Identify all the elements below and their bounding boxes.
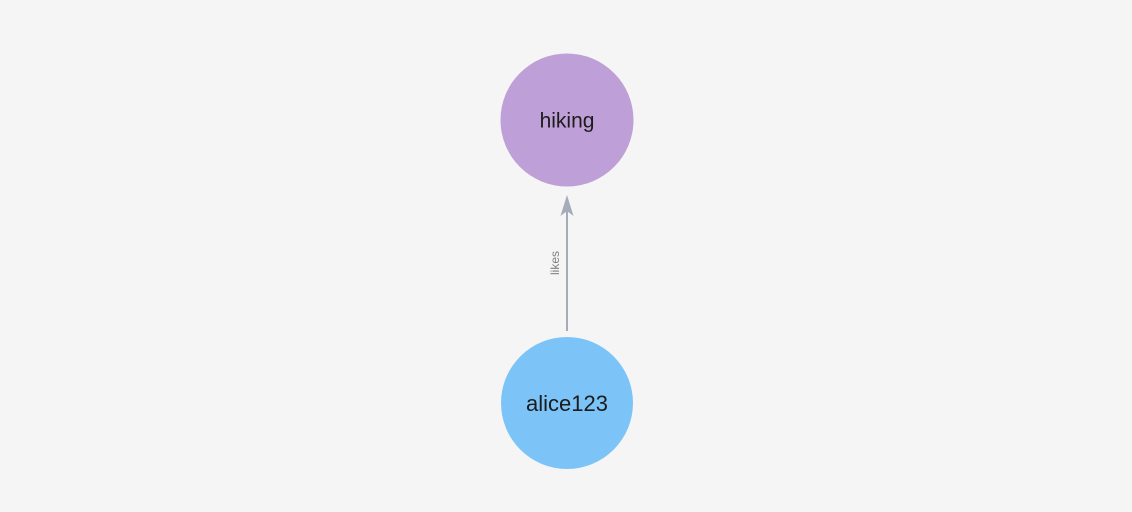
- edge-label-likes: likes: [548, 251, 562, 275]
- node-alice123[interactable]: alice123: [501, 337, 633, 469]
- edge-alice123-likes-hiking[interactable]: likes: [548, 195, 574, 331]
- node-hiking[interactable]: hiking: [500, 53, 634, 187]
- node-circle-alice123[interactable]: [501, 337, 633, 469]
- node-circle-hiking[interactable]: [500, 53, 634, 187]
- arrow-head-icon: [560, 195, 574, 216]
